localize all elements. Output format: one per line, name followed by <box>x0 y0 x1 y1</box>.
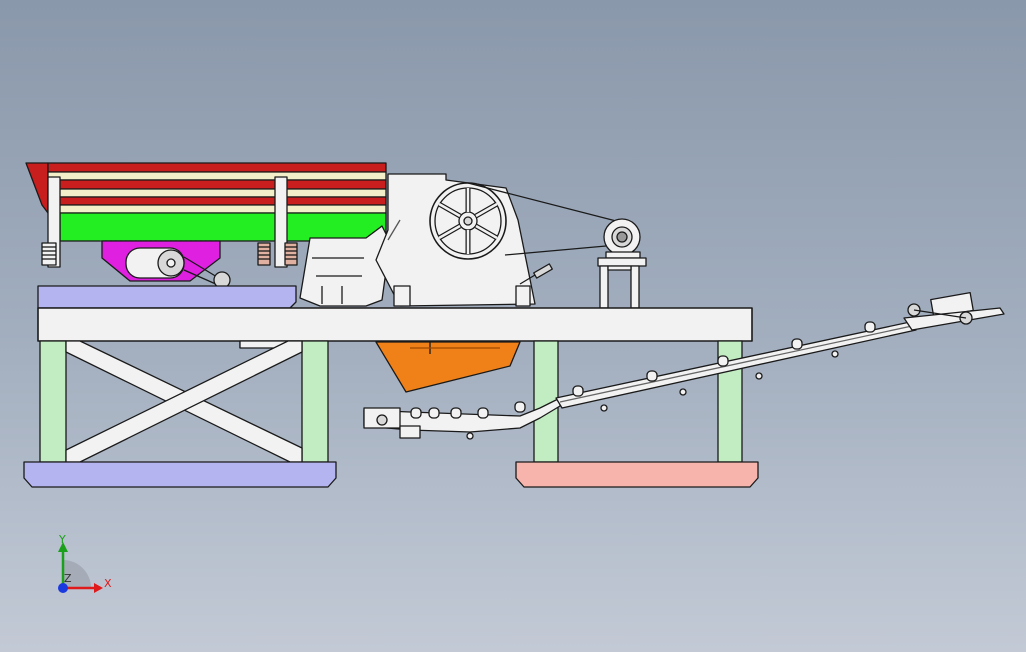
adjusting-rod <box>519 263 553 285</box>
flywheel[interactable] <box>429 182 507 260</box>
vibrating-feeder[interactable] <box>25 162 387 309</box>
hopper-stripe-1 <box>47 162 387 173</box>
head-frame <box>903 307 1005 331</box>
feeder-base-plate <box>37 285 297 309</box>
hopper-stripe-3 <box>47 179 387 190</box>
feeder-post-right <box>274 176 288 268</box>
right-support-frame <box>515 340 759 488</box>
z-axis-label: Z <box>64 572 72 585</box>
feeder-spring-mid <box>257 242 271 266</box>
hopper-stripe-4 <box>47 188 387 198</box>
discharge-chute <box>375 341 521 393</box>
x-axis-label: X <box>104 577 112 590</box>
v-belt-upper <box>467 182 621 223</box>
y-axis-label: Y <box>58 533 66 546</box>
hopper-stripe-2 <box>47 171 387 181</box>
crusher-foot-left <box>393 285 411 307</box>
feeder-trough <box>59 212 387 242</box>
return-rollers <box>466 350 839 440</box>
left-base-plate <box>23 461 337 488</box>
hopper-stripe-5 <box>47 196 387 206</box>
feeder-spring-right <box>284 242 298 266</box>
transfer-chute <box>299 225 391 307</box>
v-belt-lower <box>504 245 607 256</box>
hopper-inlet-wedge <box>25 162 49 214</box>
left-column-inner <box>301 340 329 463</box>
drive-motor[interactable] <box>603 218 641 259</box>
z-axis-dot <box>58 583 68 593</box>
crusher-foot-right <box>515 285 531 307</box>
right-base-plate <box>515 461 759 488</box>
coordinate-triad: Y X Z <box>58 533 112 593</box>
feeder-spring-left <box>41 242 57 266</box>
left-column-outer <box>39 340 67 463</box>
motor-stand <box>597 257 647 309</box>
main-platform <box>37 307 753 342</box>
belt-conveyor[interactable] <box>363 292 1005 440</box>
conveyor-idlers <box>410 321 876 419</box>
hopper-stripe-6 <box>47 204 387 214</box>
left-support-frame <box>23 340 337 488</box>
jaw-crusher[interactable] <box>375 173 621 307</box>
